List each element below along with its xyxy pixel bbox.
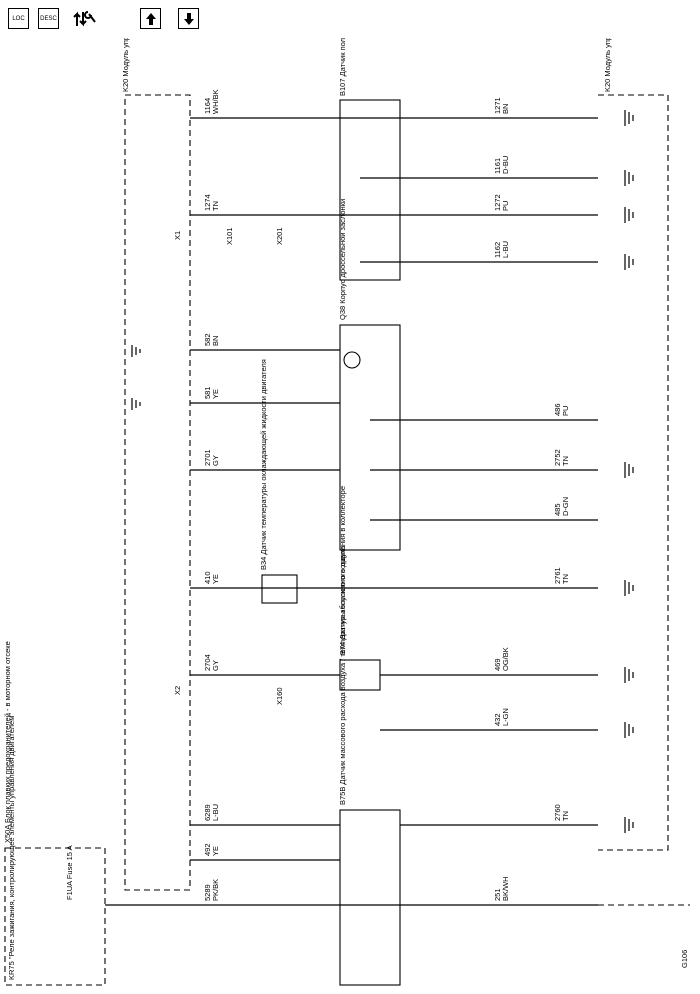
wire-label: 6289 [203,804,212,821]
throttle-motor-symbol [343,351,361,369]
desc-label: DESC [40,15,57,22]
wire-label: PU [561,406,570,416]
wire-label: BN [211,336,220,346]
wire-label: 1164 [203,98,212,114]
wire-label: BK/WH [501,876,510,901]
wire-label: 2704 [203,654,212,671]
loc-label: LOC [12,15,25,22]
scroll-up-button[interactable] [140,8,161,29]
wire-label: PK/BK [211,879,220,901]
wire-label: BN [501,104,510,114]
wire-label: D-BU [501,156,510,174]
wire-label: GY [211,455,220,466]
wire-label: 1161 [493,158,502,174]
k20-label-right: K20 Модуль управления двигателем. [603,38,612,92]
wire-label: WH/BK [211,89,220,114]
wire-label: YE [211,389,220,399]
wires [105,117,690,906]
wire-label: TN [561,456,570,466]
arrow-up-icon [145,12,156,25]
b74-label: B74 Датчик абсолютного давления в коллек… [338,486,347,655]
q38-throttle-body [339,324,401,551]
wire-label: YE [211,846,220,856]
connector-label: X160 [275,687,284,705]
wire-label: 486 [553,403,562,416]
wire-label: 469 [493,658,502,671]
wire-label: OG/BK [501,647,510,671]
k20-left-outline [124,94,191,891]
wire-label: 1271 [493,97,502,114]
wire-label: 1272 [493,194,502,211]
wire-label: 1162 [493,242,502,258]
relay-label: KR75 "Реле зажигания, контролирующее эле… [7,713,16,980]
wire-label: L-BU [501,241,510,258]
k20-right-outline [598,94,669,851]
wire-label: TN [211,201,220,211]
wire-label: 2760 [553,804,562,821]
wire-label: 5289 [203,884,212,901]
wire-label: TN [561,811,570,821]
wire-label: 485 [553,503,562,516]
wire-label: 1274 [203,194,212,211]
ground-label: G106 [680,950,689,968]
scroll-down-button[interactable] [178,8,199,29]
connector-label: X1 [173,231,182,240]
wire-label: 432 [493,713,502,726]
b34-coolant-temp-sensor [261,574,298,604]
connector-label: X2 [173,686,182,695]
wire-label: GY [211,660,220,671]
wire-label: 2752 [553,449,562,466]
wire-label: 581 [203,386,212,399]
wire-label: D-GN [561,497,570,516]
b34-label: B34 Датчик температуры охлаждающей жидко… [259,359,268,570]
wire-labels: 1164 WH/BK 1274 TN 1271 BN 1161 D-BU 127… [203,89,570,901]
wire-label: 2701 [203,449,212,466]
wire-label: L-BU [211,804,220,821]
wire-label: 492 [203,843,212,856]
loc-button[interactable]: LOC [8,8,29,29]
b107-label: B107 Датчик положения педали акселератор… [338,38,347,96]
wire-label: TN [561,574,570,584]
wrench-arrows-icon[interactable] [70,8,100,29]
wire-label: 251 [493,888,502,901]
b74-map-sensor [339,659,381,691]
desc-button[interactable]: DESC [38,8,59,29]
fuse-block-label: X50A Блок плавких предохранителей - в мо… [3,641,12,843]
b107-pedal-sensor [339,99,401,281]
arrow-down-icon [183,12,194,25]
connector-label: X101 [225,227,234,245]
fuse-label: F1UA Fuse 15 A [65,845,74,900]
ground-symbols [131,110,634,833]
connector-labels: X1 X2 X101 X201 X160 [173,227,284,705]
wire-label: 582 [203,333,212,346]
b75b-label: B75B Датчик массового расхода воздуха / … [338,545,347,805]
k20-label-left: K20 Модуль управления двигателем. [121,38,130,92]
wire-label: L-GN [501,708,510,726]
fuse-block-outline [4,847,106,986]
wrench-arrows-icon [73,10,96,26]
wire-label: 2761 [553,567,562,584]
wire-label: PU [501,201,510,211]
b75b-maf-sensor [339,809,401,986]
schematic: K20 Модуль управления двигателем. K20 Мо… [3,38,690,986]
wire-label: 410 [203,571,212,584]
wire-label: YE [211,574,220,584]
connector-label: X201 [275,227,284,245]
q38-label: Q38 Корпус дроссельной заслонки [338,199,347,320]
